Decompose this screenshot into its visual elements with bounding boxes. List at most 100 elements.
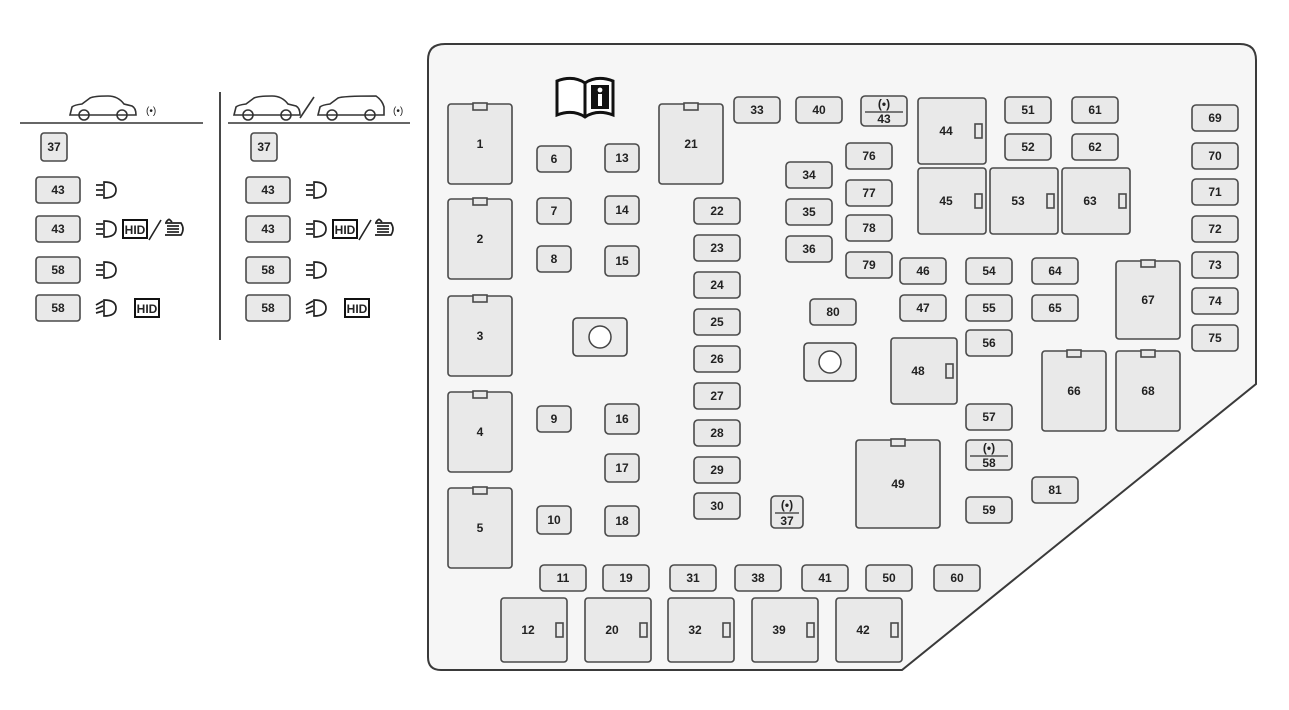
fuse-label: 23 — [710, 241, 724, 255]
low-beam-icon — [96, 220, 117, 238]
relay-2: 2 — [447, 197, 513, 280]
fuse-label: 14 — [615, 203, 629, 217]
fuse-label: 6 — [551, 152, 558, 166]
fuse-label: 52 — [1021, 140, 1035, 154]
fuse-57: 57 — [965, 403, 1013, 431]
relay-3: 3 — [447, 294, 513, 377]
fuse-label: 24 — [710, 278, 724, 292]
fuse-label: 55 — [982, 301, 996, 315]
options-mark: (•) — [393, 106, 403, 117]
relay-39: 39 — [751, 597, 819, 663]
hid-icon: HID — [122, 219, 148, 239]
fuse-22: 22 — [693, 197, 741, 225]
legend-fuse: 43 — [35, 215, 81, 243]
fuse-30: 30 — [693, 492, 741, 520]
legend-fuse: 43 — [35, 176, 81, 204]
options-mark: (•) — [781, 498, 793, 512]
relay-49: 49 — [855, 438, 941, 529]
fuse-label: 43 — [877, 112, 891, 126]
legend-fuse: 58 — [245, 256, 291, 284]
fuse-9: 9 — [536, 405, 572, 433]
fuse-24: 24 — [693, 271, 741, 299]
relay-48: 48 — [890, 337, 958, 405]
fuse-label: 73 — [1208, 258, 1222, 272]
fuse-71: 71 — [1191, 178, 1239, 206]
fuse-label: 79 — [862, 258, 876, 272]
relay-45: 45 — [917, 167, 987, 235]
fuse-label: 58 — [51, 263, 65, 277]
fuse-label: 10 — [547, 513, 561, 527]
fuse-label: 37 — [47, 140, 61, 154]
fuse-label: 11 — [557, 571, 570, 585]
fuse-77: 77 — [845, 179, 893, 207]
fuse-65: 65 — [1031, 294, 1079, 322]
relay-label: 49 — [891, 477, 905, 491]
fuse-label: 70 — [1208, 149, 1222, 163]
relay-5: 5 — [447, 486, 513, 569]
fuse-label: 37 — [780, 514, 794, 528]
fuse-label: 15 — [615, 254, 629, 268]
fuse-label: 43 — [261, 222, 275, 236]
fuse-label: 43 — [51, 222, 65, 236]
fuse-17: 17 — [604, 453, 640, 483]
relay-label: 45 — [939, 194, 953, 208]
relay-42: 42 — [835, 597, 903, 663]
fuse-50: 50 — [865, 564, 913, 592]
fuse-label: 58 — [261, 301, 275, 315]
fuse-13: 13 — [604, 143, 640, 173]
relay-1: 1 — [447, 102, 513, 185]
fuse-label: 47 — [916, 301, 930, 315]
fuse-label: 61 — [1088, 103, 1102, 117]
fuse-40: 40 — [795, 96, 843, 124]
legend-row: 43 HID — [35, 215, 184, 243]
legend-row: 37 — [250, 132, 278, 162]
relay-20: 20 — [584, 597, 652, 663]
fuse-34: 34 — [785, 161, 833, 189]
legend-right-header: (•) — [228, 95, 410, 124]
low-beam-icon — [306, 181, 327, 199]
fuse-label: 64 — [1048, 264, 1062, 278]
fuse-label: 75 — [1208, 331, 1222, 345]
legend-row: 37 — [40, 132, 68, 162]
optional-fuse-37: (•) 37 — [770, 495, 804, 529]
fuse-10: 10 — [536, 505, 572, 535]
legend-fuse: 37 — [40, 132, 68, 162]
legend-fuse: 43 — [245, 215, 291, 243]
legend-fuse: 43 — [245, 176, 291, 204]
fuse-16: 16 — [604, 403, 640, 435]
fuse-80: 80 — [809, 298, 857, 326]
fuse-11: 11 — [539, 564, 587, 592]
hid-icon: HID — [134, 298, 160, 318]
fuse-8: 8 — [536, 245, 572, 273]
low-beam-icon — [96, 261, 117, 279]
relay-label: 66 — [1067, 384, 1081, 398]
relay-53: 53 — [989, 167, 1059, 235]
fuse-label: 78 — [862, 221, 876, 235]
fuse-64: 64 — [1031, 257, 1079, 285]
legend-fuse: 58 — [35, 256, 81, 284]
fuse-78: 78 — [845, 214, 893, 242]
fuse-7: 7 — [536, 197, 572, 225]
fuse-label: 54 — [982, 264, 996, 278]
fuse-33: 33 — [733, 96, 781, 124]
fuse-38: 38 — [734, 564, 782, 592]
fuse-label: 29 — [710, 463, 724, 477]
fuse-69: 69 — [1191, 104, 1239, 132]
relay-label: 44 — [939, 124, 953, 138]
relay-label: 5 — [477, 521, 484, 535]
mounting-hole — [803, 342, 857, 382]
fuse-label: 25 — [710, 315, 724, 329]
fuse-label: 77 — [862, 186, 876, 200]
fuse-62: 62 — [1071, 133, 1119, 161]
fuse-label: 71 — [1208, 185, 1222, 199]
legend-fuse: 58 — [245, 294, 291, 322]
fuse-19: 19 — [602, 564, 650, 592]
legend-left-header: (•) — [20, 95, 203, 124]
fuse-47: 47 — [899, 294, 947, 322]
fuse-label: 8 — [551, 252, 558, 266]
fuse-label: 13 — [615, 151, 629, 165]
fuse-25: 25 — [693, 308, 741, 336]
fuse-74: 74 — [1191, 287, 1239, 315]
